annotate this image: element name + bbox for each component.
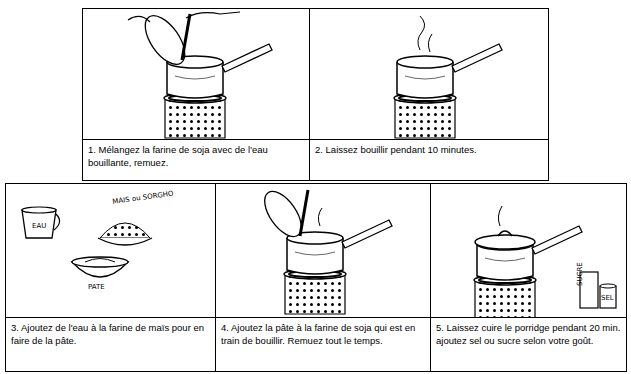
hand-label: SEL bbox=[601, 294, 614, 302]
hand-label: EAU bbox=[32, 222, 46, 230]
step-panel: 5. Laissez cuire le porridge pendant 20 … bbox=[430, 183, 627, 372]
hand-label: SUCRE bbox=[576, 262, 584, 286]
hand-label: MAIS ou SORGHO bbox=[112, 189, 174, 205]
hand-label: PATE bbox=[88, 283, 105, 291]
step-caption: 3. Ajoutez de l'eau à la farine de maïs … bbox=[6, 317, 215, 371]
step-panel: 4. Ajoutez la pâte à la farine de soja q… bbox=[215, 183, 431, 372]
step-panel: 3. Ajoutez de l'eau à la farine de maïs … bbox=[5, 183, 216, 372]
step-caption: 5. Laissez cuire le porridge pendant 20 … bbox=[431, 317, 626, 371]
step-panel: 1. Mélangez la farine de soja avec de l'… bbox=[82, 8, 310, 181]
step-caption: 4. Ajoutez la pâte à la farine de soja q… bbox=[216, 317, 430, 371]
step-panel: 2. Laissez bouillir pendant 10 minutes. bbox=[309, 8, 549, 181]
step-caption: 2. Laissez bouillir pendant 10 minutes. bbox=[310, 139, 548, 180]
step-caption: 1. Mélangez la farine de soja avec de l'… bbox=[83, 139, 309, 180]
